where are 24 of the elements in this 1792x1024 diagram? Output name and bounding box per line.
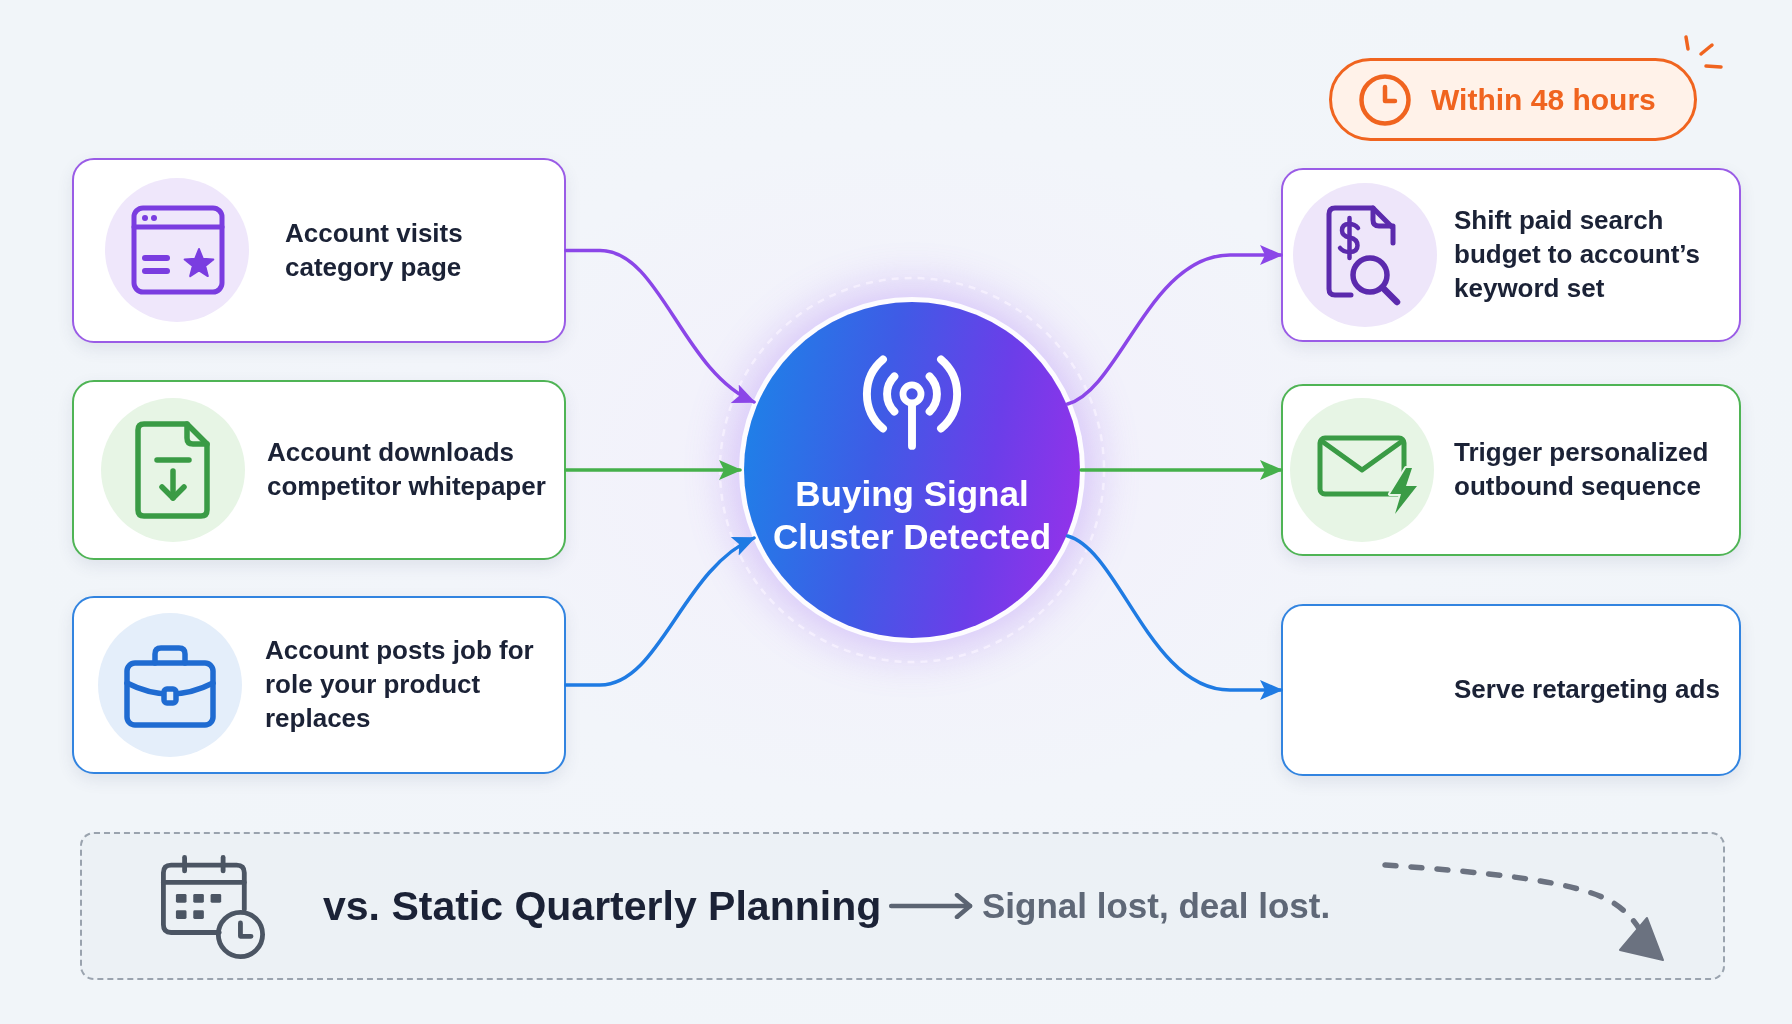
hub-title: Buying Signal Cluster Detected <box>771 473 1053 558</box>
card-text: Account posts job for role your product replaces <box>265 634 535 735</box>
signal-card <box>72 158 566 343</box>
arrow <box>564 248 756 404</box>
card-text: Shift paid search budget to account’s keyword set <box>1454 204 1702 305</box>
card-text: Account visits category page <box>285 216 464 284</box>
arrow <box>564 460 742 480</box>
action-card <box>1281 168 1741 342</box>
badge-text: Within 48 hours <box>1431 82 1656 117</box>
action-card <box>1281 384 1741 556</box>
signal-card <box>72 380 566 560</box>
action-card <box>1281 604 1741 776</box>
arrow <box>1079 460 1283 480</box>
comparison-panel <box>80 832 1725 980</box>
signal-card <box>72 596 566 774</box>
arrow <box>888 892 973 920</box>
arrow <box>564 536 756 687</box>
outcome-text: Signal lost, deal lost. <box>982 881 1331 931</box>
comparison-heading: vs. Static Quarterly Planning <box>323 881 882 931</box>
arrow <box>1065 245 1283 406</box>
card-text: Account downloads competitor whitepaper <box>267 436 547 503</box>
card-text: Serve retargeting ads <box>1454 673 1720 707</box>
card-text: Trigger personalized outbound sequence <box>1454 436 1710 503</box>
arrow <box>1065 534 1283 700</box>
